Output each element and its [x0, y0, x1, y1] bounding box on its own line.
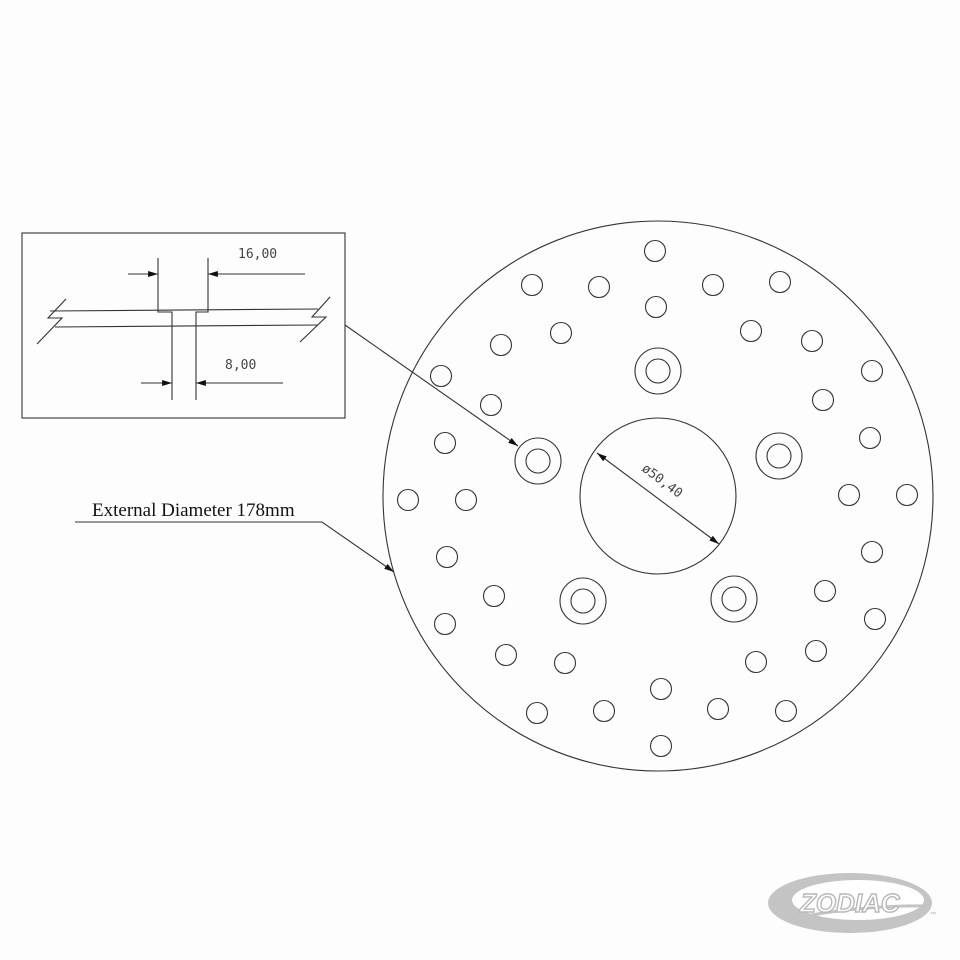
bolt-hole-outer — [755, 432, 803, 480]
vent-hole — [553, 651, 577, 675]
external-diameter-label: External Diameter 178mm — [92, 500, 295, 521]
bolt-hole-outer — [634, 347, 682, 395]
vent-hole — [706, 697, 730, 721]
vent-hole — [520, 273, 544, 297]
break-symbol-right — [299, 296, 331, 343]
detail-inset: 16,00 8,00 — [21, 232, 346, 419]
bolt-holes — [514, 347, 803, 625]
bolt-hole-inner — [525, 448, 551, 474]
bolt-hole-outer — [710, 575, 758, 623]
dimension-16: 16,00 — [238, 247, 277, 262]
vent-hole — [396, 488, 420, 512]
brake-disc: ø50,40 — [382, 220, 934, 772]
bolt-hole-inner — [645, 358, 671, 384]
logo-trademark: ™ — [930, 911, 936, 918]
vent-hole — [644, 295, 668, 319]
bolt-hole-inner — [721, 586, 747, 612]
bolt-hole-inner — [570, 588, 596, 614]
vent-holes — [396, 239, 919, 758]
vent-hole — [643, 239, 667, 263]
vent-hole — [454, 488, 478, 512]
vent-hole — [482, 584, 506, 608]
profile-left — [157, 258, 173, 400]
vent-hole — [701, 273, 725, 297]
vent-hole — [525, 701, 549, 725]
vent-hole — [739, 319, 763, 343]
vent-hole — [860, 359, 884, 383]
logo-text: ZODIAC — [799, 888, 901, 918]
vent-hole — [800, 329, 824, 353]
vent-hole — [435, 545, 459, 569]
external-diameter-leader — [75, 521, 395, 573]
vent-hole — [592, 699, 616, 723]
inset-leader — [344, 324, 519, 447]
zodiac-logo: ZODIAC ™ — [768, 873, 936, 933]
vent-hole — [813, 579, 837, 603]
bolt-hole-inner — [766, 443, 792, 469]
vent-hole — [895, 483, 919, 507]
center-hole-dimension-line — [596, 452, 720, 545]
dimension-8: 8,00 — [225, 358, 256, 373]
vent-hole — [649, 734, 673, 758]
center-hole — [579, 417, 737, 575]
vent-hole — [837, 483, 861, 507]
break-symbol-left — [36, 298, 67, 345]
vent-hole — [811, 388, 835, 412]
disc-section-top — [49, 308, 319, 312]
bolt-hole-outer — [559, 577, 607, 625]
vent-hole — [744, 650, 768, 674]
vent-hole — [433, 431, 457, 455]
center-hole-dimension: ø50,40 — [639, 461, 686, 501]
vent-hole — [489, 333, 513, 357]
vent-hole — [863, 607, 887, 631]
vent-hole — [860, 540, 884, 564]
vent-hole — [429, 364, 453, 388]
vent-hole — [804, 639, 828, 663]
vent-hole — [479, 393, 503, 417]
disc-section-bottom — [54, 324, 319, 328]
vent-hole — [774, 699, 798, 723]
vent-hole — [433, 612, 457, 636]
vent-hole — [649, 677, 673, 701]
profile-right — [195, 258, 209, 400]
vent-hole — [549, 321, 573, 345]
vent-hole — [858, 426, 882, 450]
logo-inner — [792, 880, 924, 920]
disc-outline — [382, 220, 934, 772]
vent-hole — [768, 270, 792, 294]
bolt-hole-outer — [514, 437, 562, 485]
vent-hole — [494, 643, 518, 667]
vent-hole — [587, 275, 611, 299]
